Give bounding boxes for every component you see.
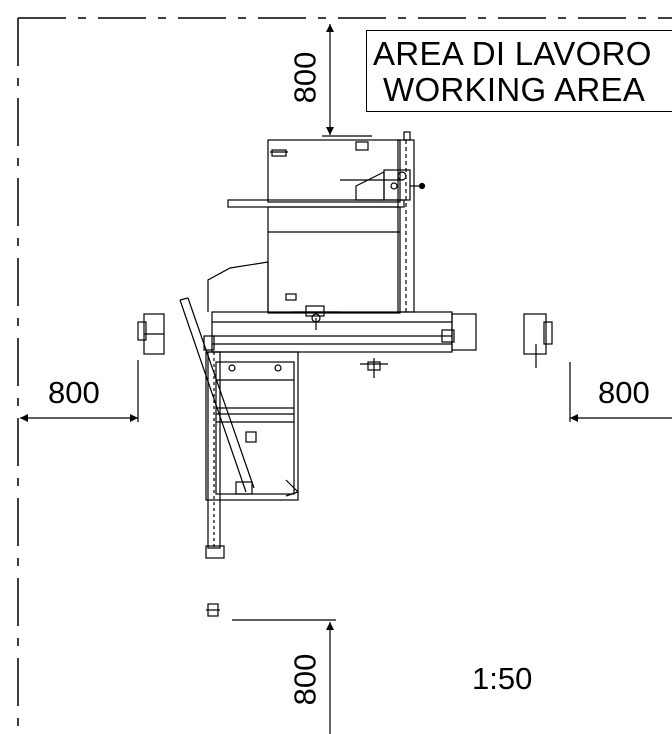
dimension-left-label: 800 (48, 375, 100, 410)
dimension-left (20, 360, 139, 422)
title-italian: AREA DI LAVORO (373, 35, 652, 72)
dimension-bottom-label: 800 (287, 653, 323, 706)
title-box: AREA DI LAVORO WORKING AREA (366, 30, 672, 112)
dimension-bottom (232, 619, 336, 734)
dimension-top-label: 800 (287, 51, 323, 104)
working-area-boundary (17, 17, 672, 734)
dimension-right-label: 800 (598, 375, 650, 410)
dimension-right (569, 362, 672, 422)
machine-plan-view (137, 131, 553, 617)
title-english: WORKING AREA (383, 71, 646, 108)
dimension-top (322, 24, 372, 137)
scale-label: 1:50 (472, 661, 533, 696)
